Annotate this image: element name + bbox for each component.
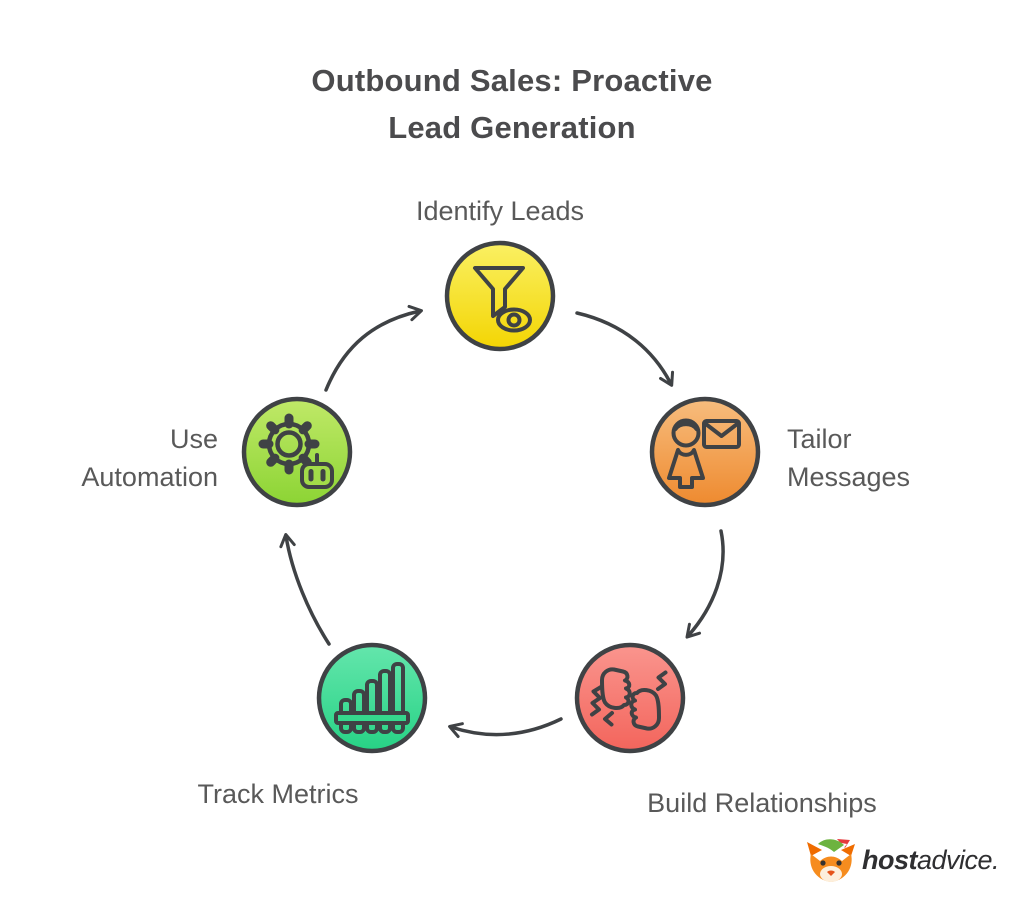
gear-robot-icon [241,396,353,508]
brand-advice: advice. [917,844,1000,875]
person-envelope-icon [649,396,761,508]
page-title: Outbound Sales: Proactive Lead Generatio… [311,63,713,145]
arrow-automation-to-identify [324,304,423,392]
arrow-track-to-automation [279,533,331,646]
node-track-metrics [314,640,430,756]
label-identify-leads: Identify Leads [415,196,585,226]
arrow-identify-to-tailor [575,311,675,387]
node-use-automation [239,394,355,510]
label-use-automation: Use Automation [81,424,218,492]
title-wrap: Outbound Sales: Proactive Lead Generatio… [0,57,1024,151]
fist-bump-icon [574,642,686,754]
label-build-relationships: Build Relationships [647,788,877,818]
label-tailor-messages: Tailor Messages [787,424,911,492]
bar-chart-icon [316,642,428,754]
node-tailor-messages [647,394,763,510]
hostadvice-logo: hostadvice. [806,836,1000,884]
funnel-eye-icon [444,240,556,352]
node-identify-leads [442,238,558,354]
node-build-relationships [572,640,688,756]
arrow-build-to-track [448,717,563,738]
arrow-tailor-to-build [685,529,725,639]
label-track-metrics: Track Metrics [197,779,359,809]
brand-host: host [862,844,918,875]
brand-wordmark: hostadvice. [862,844,1000,876]
fox-mascot-icon [807,839,855,882]
